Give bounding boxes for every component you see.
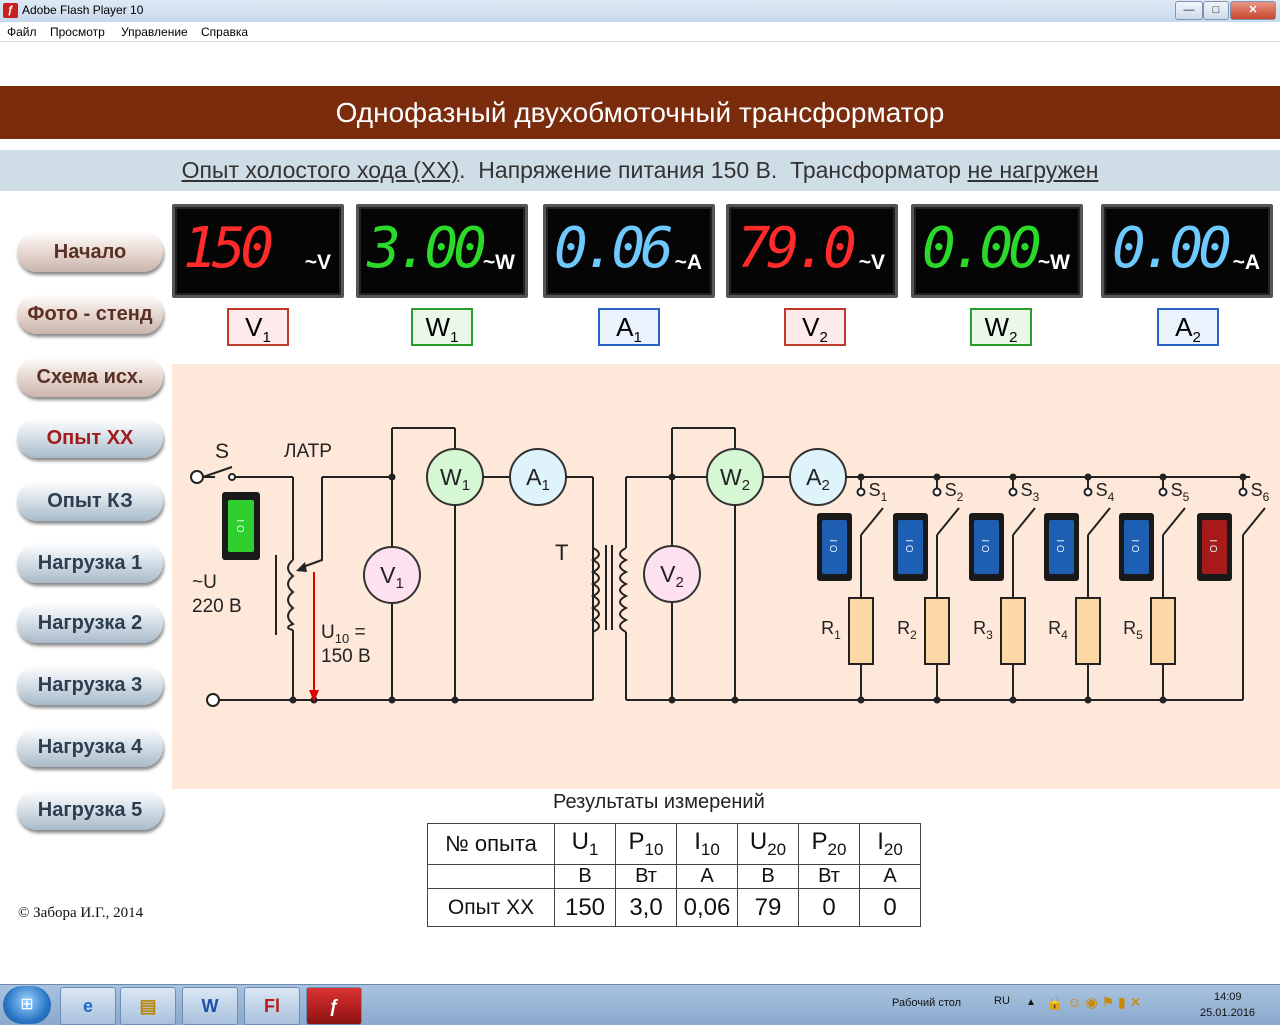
results-col-i10: I10 [676,823,738,865]
word-taskbar-button[interactable]: W [182,987,238,1025]
meter-display-6: 0.00~A [1101,204,1273,298]
tray-expand-icon[interactable]: ▲ [1026,997,1036,1008]
window-titlebar: ƒ Adobe Flash Player 10 — □ ✕ [0,0,1280,23]
language-indicator[interactable]: RU [994,995,1010,1007]
menu-help[interactable]: Справка [201,25,249,39]
taskbar: ⊞ e ▤ W Fl ƒ Рабочий стол RU ▲ 🔒 ☺ ◉ ⚑ ▮… [0,984,1280,1025]
unit-p20: Вт [798,864,860,889]
meter-value: 0.06 [554,216,674,281]
meter-value: 0.00 [1112,216,1232,281]
nav-button-9[interactable]: Нагрузка 4 [17,727,163,767]
unit-u20: В [737,864,799,889]
nav-button-6[interactable]: Нагрузка 1 [17,543,163,583]
meter-unit: ~V [858,251,885,274]
nav-button-7[interactable]: Нагрузка 2 [17,603,163,643]
meter-value: 0.00 [922,216,1042,281]
nav-button-1[interactable]: Начало [17,232,163,272]
table-row: Опыт ХХ 150 3,0 0,06 79 0 0 [427,888,921,927]
clock-date[interactable]: 25.01.2016 [1200,1007,1256,1019]
copyright: © Забора И.Г., 2014 [18,905,144,921]
meter-label-3: A1 [598,308,660,346]
page-title: Однофазный двухобмоточный трансформатор [0,86,1280,139]
nav-button-4[interactable]: Опыт ХХ [17,418,163,458]
desktop-label[interactable]: Рабочий стол [892,997,962,1009]
nav-button-8[interactable]: Нагрузка 3 [17,665,163,705]
meter-label-1: V1 [227,308,289,346]
results-header-row: № опыта U1 P10 I10 U20 P20 I20 [427,823,921,865]
value-u20: 79 [737,888,799,927]
value-i10: 0,06 [676,888,738,927]
nav-button-2[interactable]: Фото - стенд [17,294,163,334]
experiment-description: Опыт холостого хода (ХХ). Напряжение пит… [0,150,1280,191]
meter-label-4: V2 [784,308,846,346]
meter-unit: ~V [304,251,331,274]
meter-unit: ~A [1232,251,1260,274]
results-col-i20: I20 [859,823,921,865]
flash-app-icon: ƒ [3,3,18,18]
restore-button[interactable]: □ [1203,1,1229,20]
value-p20: 0 [798,888,860,927]
value-i20: 0 [859,888,921,927]
unit-i10: А [676,864,738,889]
meter-display-5: 0.00~W [911,204,1083,298]
clock-time[interactable]: 14:09 [1214,991,1242,1003]
meter-value: 79.0 [737,216,857,281]
load-state-text: не нагружен [967,157,1099,183]
meter-unit: ~A [674,251,702,274]
menu-file[interactable]: Файл [7,25,37,39]
meter-value: 3.00 [367,216,487,281]
results-col-experiment: № опыта [427,823,555,865]
results-col-p20: P20 [798,823,860,865]
results-table: № опыта U1 P10 I10 U20 P20 I20 В Вт А В … [427,823,921,927]
menu-control[interactable]: Управление [121,25,188,39]
meter-label-2: W1 [411,308,473,346]
flash-pro-taskbar-button[interactable]: Fl [244,987,300,1025]
meter-unit: ~W [482,251,515,274]
window-title: Adobe Flash Player 10 [22,3,144,17]
nav-button-3[interactable]: Схема исх. [17,357,163,397]
meter-label-6: A2 [1157,308,1219,346]
meter-display-2: 3.00~W [356,204,528,298]
meter-unit: ~W [1037,251,1070,274]
meter-display-1: 150 ~V [172,204,344,298]
value-p10: 3,0 [615,888,677,927]
meter-label-5: W2 [970,308,1032,346]
meter-display-4: 79.0~V [726,204,898,298]
results-col-p10: P10 [615,823,677,865]
experiment-name: Опыт холостого хода (ХХ) [181,157,460,183]
close-button[interactable]: ✕ [1230,1,1276,20]
menu-view[interactable]: Просмотр [50,25,105,39]
start-button[interactable]: ⊞ [3,986,51,1024]
results-units-row: В Вт А В Вт А [427,864,921,889]
minimize-button[interactable]: — [1175,1,1203,20]
row-label: Опыт ХХ [427,888,555,927]
ie-taskbar-button[interactable]: e [60,987,116,1025]
unit-u1: В [554,864,616,889]
flash-player-taskbar-button[interactable]: ƒ [306,987,362,1025]
tray-app-icons[interactable]: 🔒 ☺ ◉ ⚑ ▮ ✕ [1046,994,1142,1010]
value-u1: 150 [554,888,616,927]
supply-voltage-text: . Напряжение питания 150 В. Трансформато… [459,157,968,183]
unit-p10: Вт [615,864,677,889]
menu-bar: Файл Просмотр Управление Справка [0,22,1280,42]
unit-i20: А [859,864,921,889]
circuit-panel [172,364,1280,789]
results-title: Результаты измерений [553,791,765,813]
results-col-u1: U1 [554,823,616,865]
meter-display-3: 0.06~A [543,204,715,298]
results-col-u20: U20 [737,823,799,865]
nav-button-5[interactable]: Опыт КЗ [17,481,163,521]
nav-button-10[interactable]: Нагрузка 5 [17,790,163,830]
meter-value: 150 [183,216,274,281]
explorer-taskbar-button[interactable]: ▤ [120,987,176,1025]
